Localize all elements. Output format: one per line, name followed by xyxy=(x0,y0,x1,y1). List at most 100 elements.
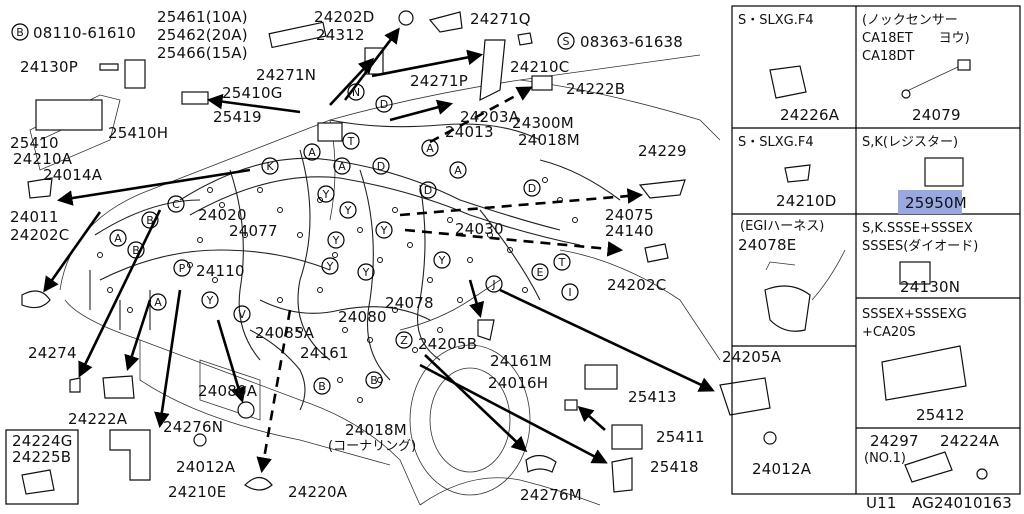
bubble-y1: Y xyxy=(317,185,335,203)
label-24078: 24078 xyxy=(385,294,434,312)
label-24080a: 24080A xyxy=(198,382,258,400)
svg-text:CA18DT: CA18DT xyxy=(862,49,915,64)
label-24140: 24140 xyxy=(605,222,654,240)
svg-text:Y: Y xyxy=(326,260,334,273)
bubble-a5: A xyxy=(109,229,127,247)
clip-24202c-glyph xyxy=(644,243,669,263)
bubble-d3: D xyxy=(419,181,437,199)
bubble-b4: B xyxy=(365,371,383,389)
bubble-b3: B xyxy=(313,377,331,395)
clip-24220a-glyph xyxy=(244,476,273,491)
panel-24130n: S,K.SSSE+SSSEX SSSES(ダイオード) 24130N xyxy=(862,221,978,296)
label-24220a: 24220A xyxy=(288,483,348,501)
grommet-glyph xyxy=(398,10,414,26)
svg-text:24224A: 24224A xyxy=(940,432,1000,450)
label-24312: 24312 xyxy=(316,26,365,44)
svg-text:Y: Y xyxy=(332,234,340,247)
label-24210a: 24210A xyxy=(13,150,73,168)
bracket-24205a-glyph xyxy=(719,377,771,416)
bracket-25418-glyph xyxy=(611,457,633,493)
reference-bubbles: N D K T A A D A A D D Y Y Y Y Y Y Y Y C … xyxy=(109,83,579,395)
label-24012a-right: 24012A xyxy=(752,460,812,478)
label-24161m: 24161M xyxy=(490,352,552,370)
clip-24274-glyph xyxy=(69,377,81,393)
panel-24078e: (EGIハーネス) 24078E xyxy=(738,219,846,332)
label-25411: 25411 xyxy=(656,428,705,446)
svg-text:24210D: 24210D xyxy=(776,192,836,210)
svg-text:T: T xyxy=(347,135,355,148)
svg-text:24078E: 24078E xyxy=(738,236,796,254)
label-24202c-right: 24202C xyxy=(607,276,666,294)
bubble-n: N xyxy=(347,83,365,101)
fuse-link-glyph xyxy=(268,21,327,49)
label-24229: 24229 xyxy=(638,142,687,160)
screw-08363-glyph xyxy=(517,32,533,46)
svg-text:Y: Y xyxy=(206,294,214,307)
clip-24205b-glyph xyxy=(477,319,495,341)
label-24030: 24030 xyxy=(455,220,504,238)
wiring-harness xyxy=(89,119,621,411)
clamp-24276m-glyph xyxy=(525,454,557,473)
svg-text:A: A xyxy=(454,164,462,177)
svg-text:A: A xyxy=(338,160,346,173)
bolt-08110-glyph xyxy=(99,63,119,71)
svg-text:I: I xyxy=(568,286,571,299)
module-glyph xyxy=(317,122,343,142)
svg-text:(EGIハーネス): (EGIハーネス) xyxy=(740,219,824,234)
svg-text:SSSEX+SSSEXG: SSSEX+SSSEXG xyxy=(862,307,967,322)
relay-box-glyph xyxy=(35,99,103,131)
bubble-y8: Y xyxy=(201,291,219,309)
bubble-b1: B xyxy=(141,211,159,229)
panel-24079: (ノックセンサー CA18ET ヨウ) CA18DT 24079 xyxy=(862,13,971,124)
highlight-25950m xyxy=(898,190,962,214)
svg-text:+CA20S: +CA20S xyxy=(862,325,916,340)
label-24075: 24075 xyxy=(605,206,654,224)
svg-text:N: N xyxy=(352,86,360,99)
svg-text:A: A xyxy=(308,146,316,159)
label-25410: 25410 xyxy=(10,134,59,152)
bubble-a3: A xyxy=(421,139,439,157)
bubble-k: K xyxy=(261,157,279,175)
bubble-t: T xyxy=(342,132,360,150)
svg-text:Y: Y xyxy=(362,266,370,279)
grommet-24276n-glyph xyxy=(237,401,255,419)
bubble-d2: D xyxy=(372,157,390,175)
module-25411-glyph xyxy=(611,424,643,450)
svg-text:24226A: 24226A xyxy=(780,106,840,124)
bubble-d4: D xyxy=(523,179,541,197)
svg-text:B: B xyxy=(146,214,154,227)
leader-arrows xyxy=(43,27,715,474)
label-24271p: 24271P xyxy=(410,72,468,90)
svg-text:A: A xyxy=(426,142,434,155)
bracket-24210e-glyph xyxy=(109,429,151,481)
label-24202c-left: 24202C xyxy=(10,226,69,244)
bubble-a1: A xyxy=(303,143,321,161)
label-24130p: 24130P xyxy=(20,58,78,76)
panel-25412: SSSEX+SSSEXG +CA20S 25412 xyxy=(862,307,967,424)
label-25413: 25413 xyxy=(628,388,677,406)
bracket-24222a-glyph xyxy=(102,375,135,399)
svg-text:25950M: 25950M xyxy=(905,194,967,212)
bubble-a6: A xyxy=(149,293,167,311)
label-25418: 25418 xyxy=(650,458,699,476)
svg-text:A: A xyxy=(154,296,162,309)
svg-text:24225B: 24225B xyxy=(12,448,71,466)
bubble-a2: A xyxy=(333,157,351,175)
bubble-t2: T xyxy=(553,253,571,271)
label-24271n: 24271N xyxy=(256,66,316,84)
label-08363: 08363-61638 xyxy=(580,33,683,51)
label-24300m: 24300M xyxy=(512,114,574,132)
bubble-e: E xyxy=(531,263,549,281)
label-25410g: 25410G xyxy=(222,84,283,102)
clamp-glyph xyxy=(181,91,209,105)
label-25410h: 25410H xyxy=(108,124,168,142)
clip-24202c-left-glyph xyxy=(21,290,51,309)
label-24271q: 24271Q xyxy=(470,10,531,28)
label-24205b: 24205B xyxy=(418,335,477,353)
label-24012a-left: 24012A xyxy=(176,458,236,476)
diagram-code: U11 xyxy=(866,494,897,510)
bubble-y7: Y xyxy=(433,251,451,269)
panel-24210d: S・SLXG.F4 24210D xyxy=(738,135,836,210)
bubble-d1: D xyxy=(375,95,393,113)
